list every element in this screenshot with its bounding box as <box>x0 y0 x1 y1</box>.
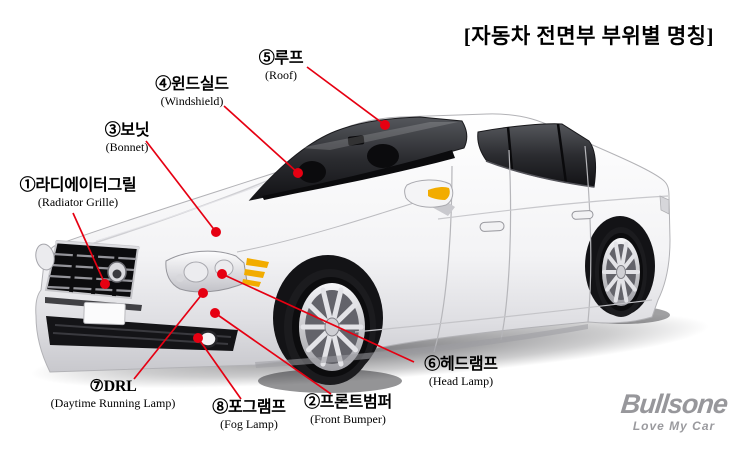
label-bonnet: ③보닛 (Bonnet) <box>105 122 150 154</box>
label-radiator-grille-en: (Radiator Grille) <box>37 194 119 209</box>
dot-windshield <box>293 168 303 178</box>
dot-drl <box>198 288 208 298</box>
dot-fog-lamp <box>193 333 203 343</box>
label-front-bumper-en: (Front Bumper) <box>310 411 386 426</box>
door-seams <box>354 145 669 353</box>
side-mirror <box>404 179 455 216</box>
leader-head-lamp <box>221 273 415 363</box>
leader-radiator-grille <box>72 212 106 285</box>
leader-front-bumper <box>214 312 332 395</box>
windshield-glass <box>248 116 468 201</box>
rear-wheel <box>585 216 655 317</box>
radiator-grille <box>44 239 141 300</box>
headlamp-indicator-stripes <box>242 258 269 287</box>
label-roof-en: (Roof) <box>264 67 297 82</box>
leader-lines <box>72 66 415 400</box>
label-radiator-grille: ①라디에이터그릴 (Radiator Grille) <box>20 177 137 209</box>
bullsone-logo-brand: Bullsone <box>619 389 729 419</box>
leader-fog-lamp <box>197 337 242 400</box>
dot-head-lamp <box>217 269 227 279</box>
label-bonnet-en: (Bonnet) <box>105 139 149 154</box>
door-handles <box>479 210 594 232</box>
leader-drl <box>133 292 204 380</box>
label-front-bumper-ko: ②프론트범퍼 <box>304 394 392 411</box>
label-bonnet-ko: ③보닛 <box>104 122 150 139</box>
leader-dots <box>100 120 390 343</box>
label-roof: ⑤루프 (Roof) <box>259 50 304 82</box>
leader-windshield <box>223 105 299 174</box>
side-windows-glass <box>477 123 597 188</box>
diagram-title: [자동차 전면부 부위별 명칭] <box>463 24 714 48</box>
license-plate <box>83 301 126 326</box>
label-front-bumper: ②프론트범퍼 (Front Bumper) <box>304 394 392 426</box>
label-roof-ko: ⑤루프 <box>258 50 304 67</box>
label-fog-lamp-ko: ⑧포그램프 <box>212 399 286 416</box>
leader-roof <box>306 66 386 126</box>
label-fog-lamp: ⑧포그램프 (Fog Lamp) <box>212 399 286 431</box>
rocker-shade <box>255 324 588 368</box>
label-fog-lamp-en: (Fog Lamp) <box>220 416 278 431</box>
leader-bonnet <box>145 140 217 233</box>
bullsone-logo: Bullsone Love My Car <box>619 389 729 433</box>
mirror-indicator <box>428 186 450 200</box>
label-radiator-grille-ko: ①라디에이터그릴 <box>19 177 137 194</box>
label-drl-en: (Daytime Running Lamp) <box>50 395 176 410</box>
label-windshield-ko: ④윈드실드 <box>155 76 229 93</box>
dot-front-bumper <box>210 308 220 318</box>
tail-lamp <box>659 195 670 215</box>
label-drl: ⑦DRL (Daytime Running Lamp) <box>51 378 176 410</box>
label-windshield-en: (Windshield) <box>160 93 224 108</box>
label-head-lamp-ko: ⑥헤드램프 <box>424 356 498 373</box>
label-head-lamp: ⑥헤드램프 (Head Lamp) <box>424 356 498 388</box>
dot-bonnet <box>211 227 221 237</box>
label-head-lamp-en: (Head Lamp) <box>428 373 494 388</box>
bullsone-logo-tagline: Love My Car <box>632 419 716 433</box>
label-windshield: ④윈드실드 (Windshield) <box>155 76 229 108</box>
label-drl-ko: ⑦DRL <box>89 378 137 395</box>
dot-radiator-grille <box>100 279 110 289</box>
left-headlamp <box>35 243 55 271</box>
dot-roof <box>380 120 390 130</box>
